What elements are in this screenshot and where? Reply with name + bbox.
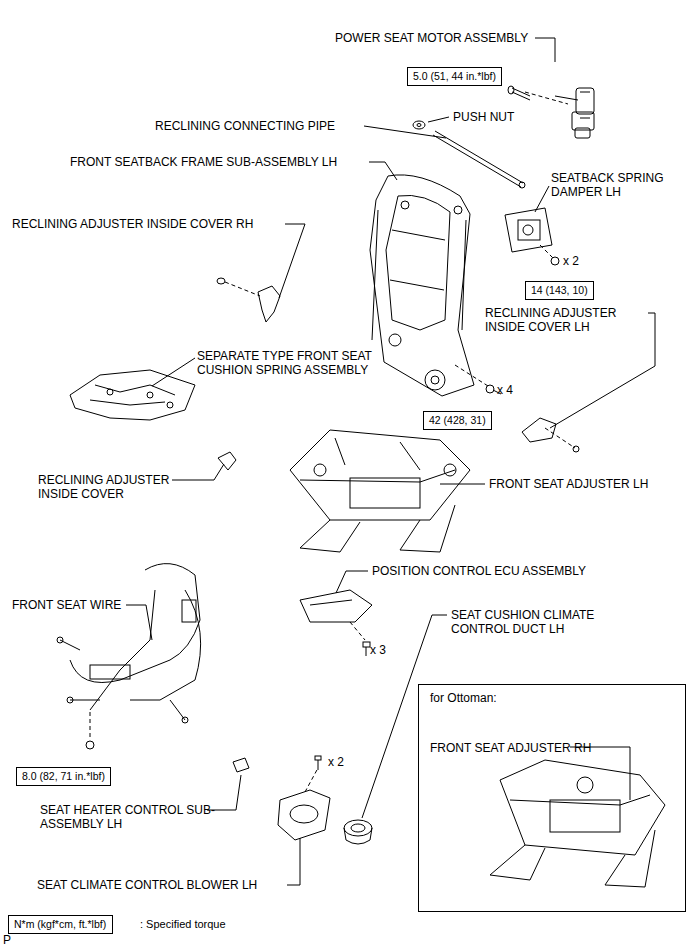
heater-control bbox=[233, 758, 249, 772]
part-name: SEAT CUSHION CLIMATE CONTROL DUCT LH bbox=[451, 608, 629, 636]
part-name: SEAT CLIMATE CONTROL BLOWER LH bbox=[37, 878, 257, 892]
inset-heading: for Ottoman: bbox=[430, 691, 497, 705]
cover-lh bbox=[522, 418, 579, 452]
part-name: RECLINING CONNECTING PIPE bbox=[155, 119, 335, 133]
torque-value: 14 (143, 10) bbox=[531, 284, 588, 297]
power-seat-motor bbox=[572, 88, 594, 138]
assembly-lines bbox=[90, 92, 575, 792]
quantity-label: x 2 bbox=[563, 254, 579, 268]
connecting-pipe bbox=[433, 131, 525, 188]
quantity-label: x 2 bbox=[328, 755, 344, 769]
seat-adjuster-lh bbox=[290, 430, 470, 552]
torque-value: 42 (428, 31) bbox=[429, 414, 486, 427]
part-name: RECLINING ADJUSTER INSIDE COVER RH bbox=[12, 217, 253, 231]
quantity-label: P bbox=[3, 933, 11, 947]
part-name: RECLINING ADJUSTER INSIDE COVER bbox=[38, 473, 188, 501]
duct bbox=[344, 820, 372, 844]
part-name: RECLINING ADJUSTER INSIDE COVER LH bbox=[485, 306, 650, 334]
legend-text: : Specified torque bbox=[140, 918, 226, 931]
inset-box: for Ottoman: FRONT SEAT ADJUSTER RH bbox=[418, 684, 686, 912]
part-name: FRONT SEAT ADJUSTER RH bbox=[430, 741, 591, 755]
torque-value: 8.0 (82, 71 in.*lbf) bbox=[22, 770, 105, 783]
seat-wire bbox=[57, 564, 201, 723]
nut bbox=[551, 257, 559, 265]
nut bbox=[86, 741, 94, 749]
spring-damper bbox=[505, 208, 552, 252]
cover-rh bbox=[217, 278, 280, 322]
torque-value: 5.0 (51, 44 in.*lbf) bbox=[413, 70, 496, 83]
inside-cover bbox=[218, 452, 236, 470]
part-name: POSITION CONTROL ECU ASSEMBLY bbox=[372, 564, 586, 578]
bolt bbox=[508, 86, 530, 100]
torque-value: N*m (kgf*cm, ft.*lbf) bbox=[14, 918, 107, 931]
part-name: FRONT SEAT ADJUSTER LH bbox=[489, 477, 648, 491]
screw bbox=[363, 642, 370, 656]
blower bbox=[278, 756, 330, 840]
part-name: FRONT SEAT WIRE bbox=[12, 598, 121, 612]
part-name: FRONT SEATBACK FRAME SUB-ASSEMBLY LH bbox=[70, 155, 337, 169]
torque-box: 8.0 (82, 71 in.*lbf) bbox=[16, 767, 111, 786]
push-nut bbox=[413, 121, 425, 129]
quantity-label: x 4 bbox=[497, 383, 513, 397]
part-name: SEATBACK SPRING DAMPER LH bbox=[551, 171, 686, 199]
ecu bbox=[300, 590, 372, 622]
torque-box: 14 (143, 10) bbox=[525, 281, 594, 300]
torque-box: 5.0 (51, 44 in.*lbf) bbox=[407, 67, 502, 86]
part-name: PUSH NUT bbox=[453, 110, 514, 124]
torque-box: 42 (428, 31) bbox=[423, 411, 492, 430]
seat-adjuster-rh bbox=[490, 760, 665, 887]
part-name: SEPARATE TYPE FRONT SEAT CUSHION SPRING … bbox=[197, 349, 402, 377]
torque-box: N*m (kgf*cm, ft.*lbf) bbox=[8, 915, 113, 934]
cushion-spring bbox=[70, 370, 195, 420]
part-name: SEAT HEATER CONTROL SUB-ASSEMBLY LH bbox=[40, 803, 218, 831]
part-name: POWER SEAT MOTOR ASSEMBLY bbox=[335, 31, 528, 45]
seatback-frame bbox=[370, 175, 474, 396]
quantity-label: x 3 bbox=[370, 643, 386, 657]
